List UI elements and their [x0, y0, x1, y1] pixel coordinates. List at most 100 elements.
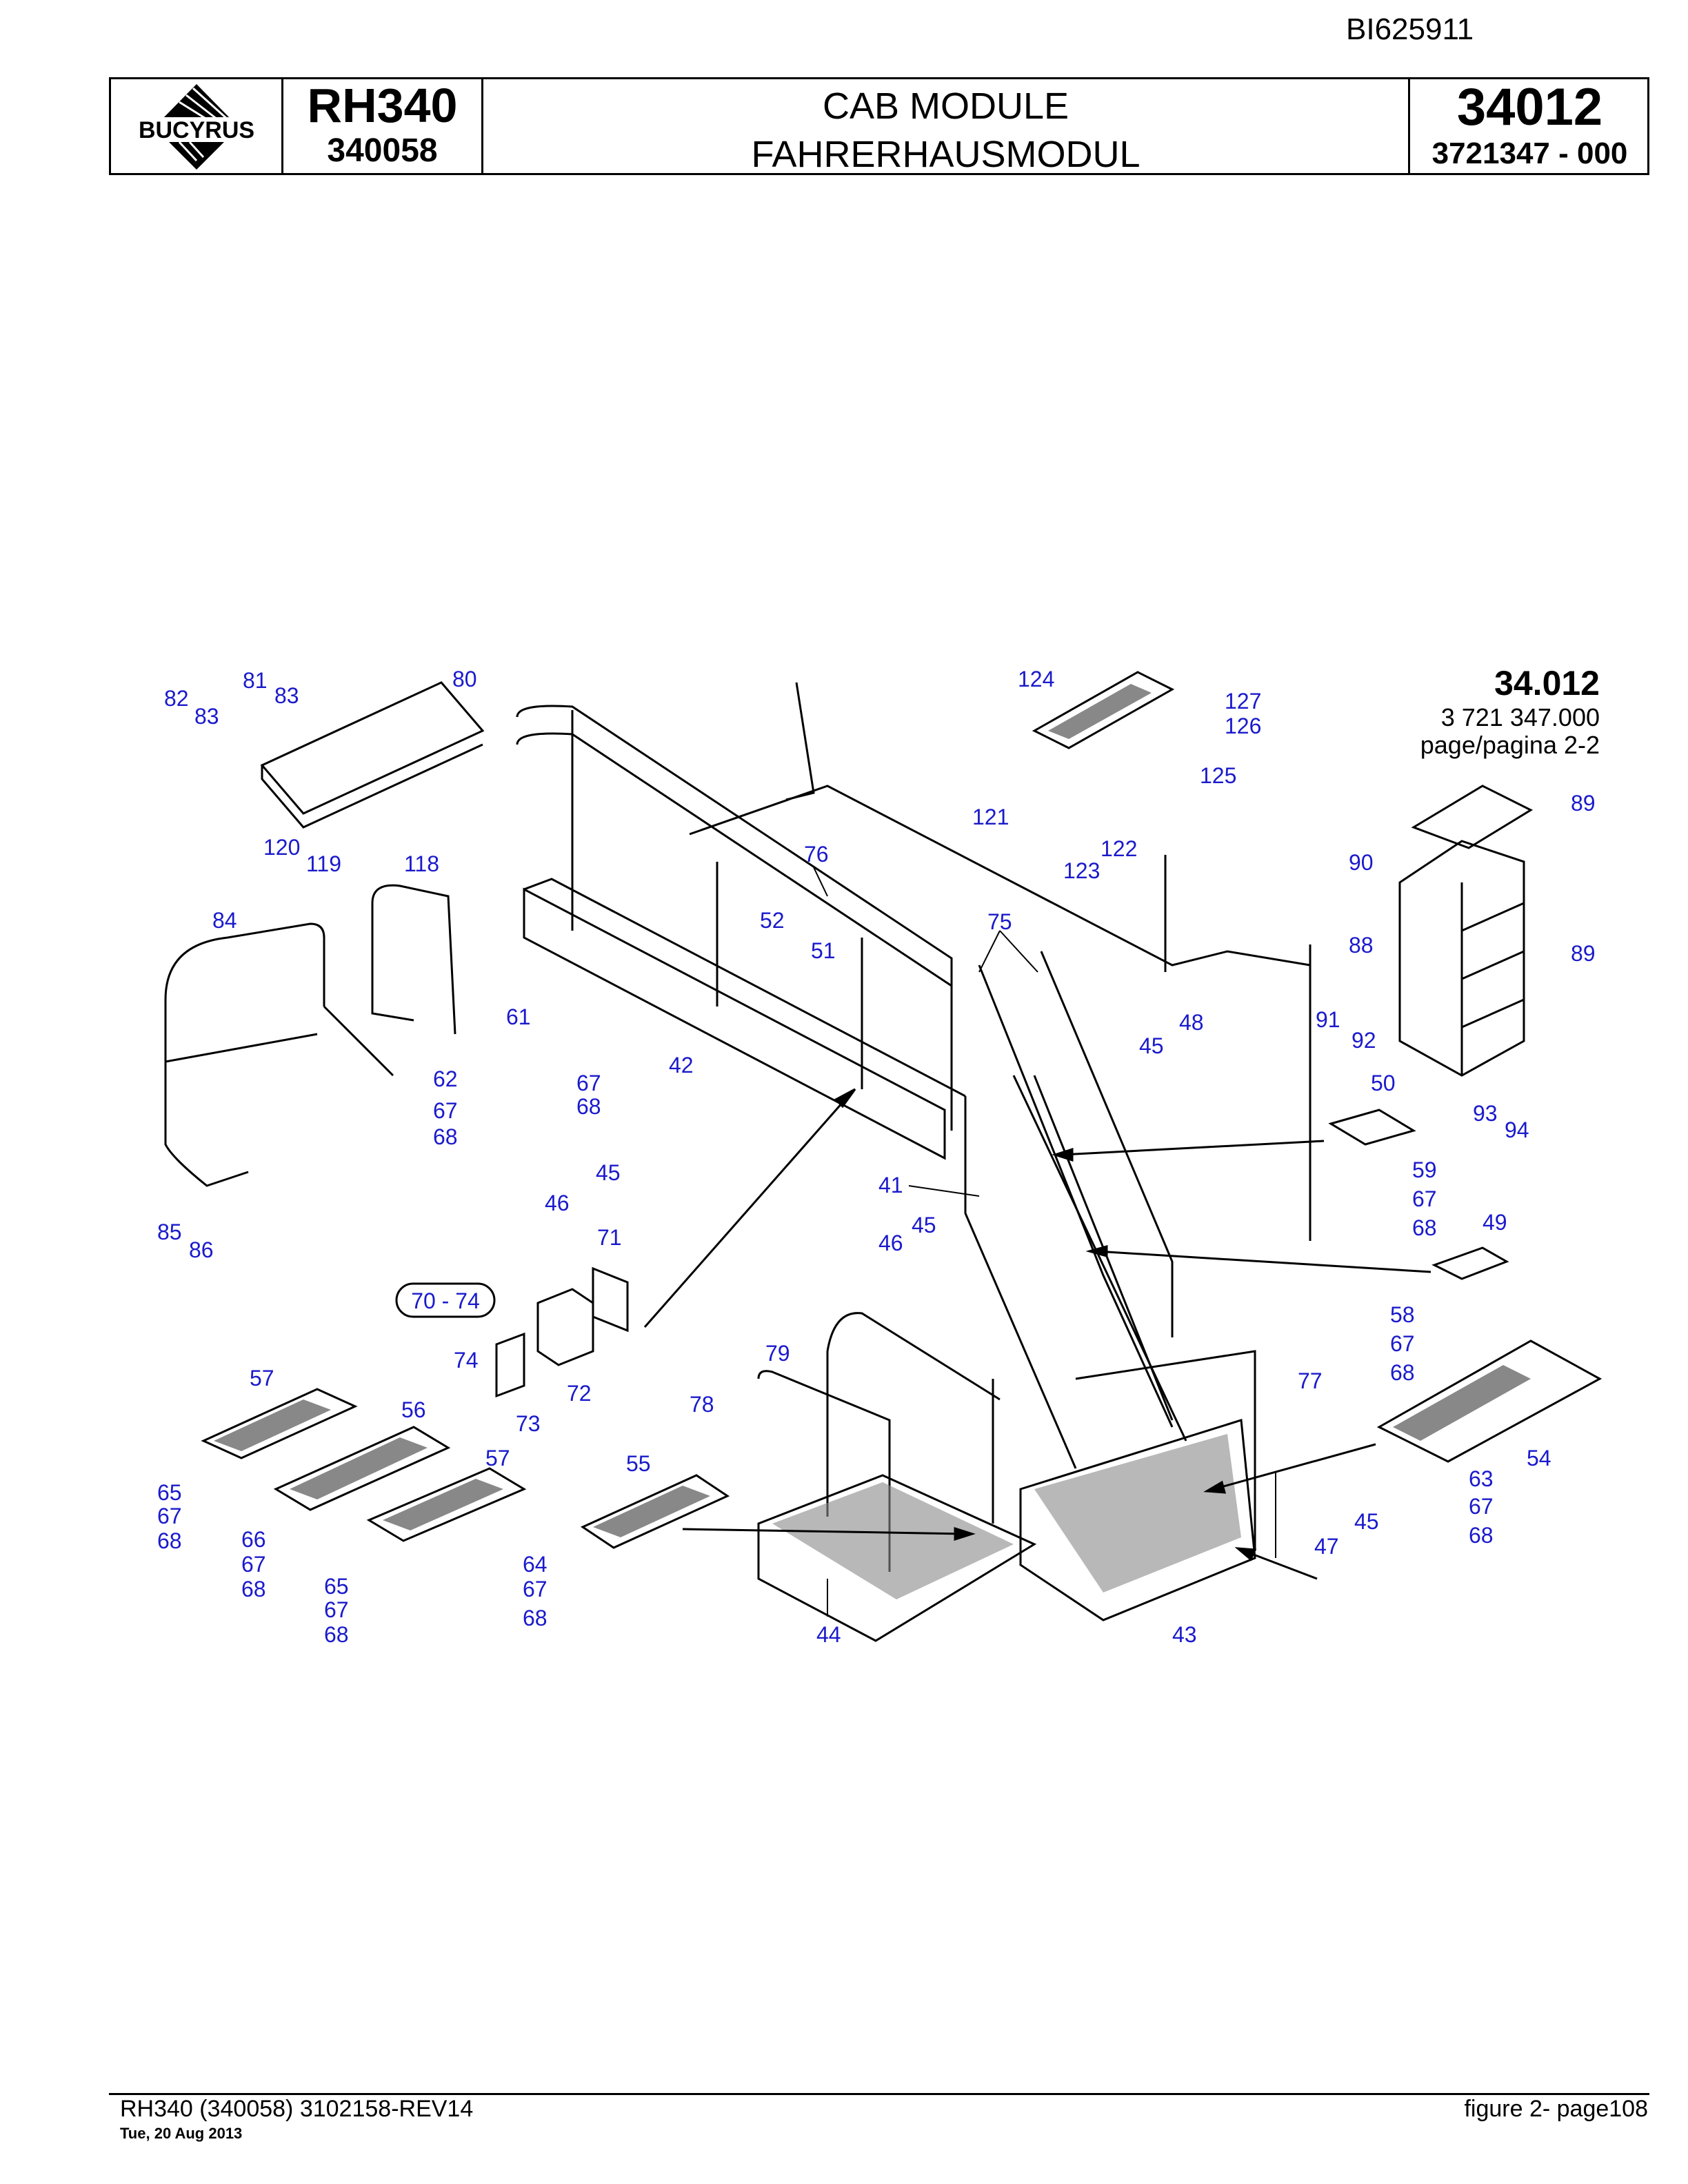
part-number: 3721347 - 000	[1431, 136, 1628, 170]
callout-46: 46	[545, 1191, 570, 1215]
callout-119: 119	[306, 851, 341, 876]
callout-68: 68	[1412, 1215, 1437, 1240]
callout-45c: 45	[912, 1213, 936, 1237]
group-callout-label: 70 - 74	[411, 1288, 480, 1313]
callout-61: 61	[506, 1004, 531, 1029]
callout-58: 58	[1390, 1302, 1415, 1327]
callout-41: 41	[878, 1173, 903, 1197]
callout-leaders	[813, 867, 1276, 1617]
number-cell: 34012 3721347 - 000	[1410, 79, 1649, 173]
callout-51: 51	[811, 938, 836, 963]
callout-68f: 68	[157, 1528, 182, 1553]
callout-79: 79	[765, 1341, 790, 1366]
bucyrus-logo-icon: BUCYRUS	[127, 84, 265, 170]
callout-126: 126	[1225, 714, 1261, 738]
callout-82: 82	[164, 686, 189, 711]
callout-67c: 67	[576, 1071, 601, 1095]
callout-67g: 67	[241, 1552, 266, 1577]
callout-44: 44	[816, 1622, 841, 1647]
serial-number: 340058	[327, 132, 438, 169]
callout-47: 47	[1314, 1534, 1339, 1559]
callout-81: 81	[243, 668, 268, 693]
callout-42: 42	[669, 1053, 694, 1078]
callout-65b: 65	[324, 1574, 349, 1599]
logo-wordmark: BUCYRUS	[138, 117, 254, 143]
callout-120: 120	[263, 835, 300, 860]
callout-89: 89	[1571, 791, 1596, 816]
callout-94: 94	[1505, 1118, 1529, 1142]
callout-52: 52	[760, 908, 785, 933]
callout-123: 123	[1063, 858, 1100, 883]
callout-76: 76	[804, 842, 829, 867]
callout-85: 85	[157, 1220, 182, 1244]
callout-89b: 89	[1571, 941, 1596, 966]
footer-doc-ref: RH340 (340058) 3102158-REV14	[120, 2096, 474, 2122]
callout-67d: 67	[433, 1098, 458, 1123]
callout-90: 90	[1349, 850, 1374, 875]
exploded-parts-diagram: 70 - 74 82 81 83 83 80 124 127 126 125 1…	[157, 667, 1602, 1647]
group-number: 34012	[1456, 78, 1603, 136]
callout-45d: 45	[1354, 1509, 1379, 1534]
callout-68g: 68	[241, 1577, 266, 1601]
title-english: CAB MODULE	[822, 85, 1069, 127]
callout-67i: 67	[523, 1577, 547, 1601]
callout-74: 74	[454, 1348, 479, 1373]
callout-56: 56	[401, 1397, 426, 1422]
callout-80: 80	[452, 667, 477, 691]
callout-121: 121	[972, 805, 1009, 829]
callout-67b: 67	[1390, 1331, 1415, 1356]
diagram-linework	[164, 671, 1602, 1642]
callout-68d: 68	[433, 1124, 458, 1149]
callout-45b: 45	[596, 1160, 621, 1185]
callout-71: 71	[597, 1225, 622, 1250]
callout-66: 66	[241, 1527, 266, 1552]
footer-date: Tue, 20 Aug 2013	[120, 2125, 243, 2142]
callout-54: 54	[1527, 1446, 1551, 1470]
callout-92: 92	[1352, 1028, 1376, 1053]
callout-67h: 67	[324, 1597, 349, 1622]
title-german: FAHRERHAUSMODUL	[751, 134, 1141, 175]
group-callout-box	[395, 1282, 496, 1318]
callout-55: 55	[626, 1451, 651, 1476]
callout-75: 75	[987, 909, 1012, 934]
model-cell: RH340 340058	[283, 79, 483, 173]
callout-78: 78	[690, 1392, 714, 1417]
figure-page-ref: page/pagina 2-2	[1420, 731, 1600, 759]
callout-127: 127	[1225, 689, 1261, 714]
callout-83: 83	[274, 683, 299, 708]
title-block: BUCYRUS RH340 340058 CAB MODULE FAHRERHA…	[109, 77, 1649, 175]
callout-68c: 68	[576, 1094, 601, 1119]
callout-86: 86	[189, 1237, 214, 1262]
grating-fill	[214, 684, 1531, 1599]
callout-125: 125	[1200, 763, 1236, 788]
callout-63: 63	[1469, 1466, 1494, 1491]
callout-88: 88	[1349, 933, 1374, 958]
callout-49: 49	[1483, 1210, 1507, 1235]
callout-68i: 68	[523, 1606, 547, 1630]
callout-91: 91	[1316, 1007, 1340, 1032]
footer-page-ref: figure 2- page108	[1464, 2096, 1648, 2122]
callout-67f: 67	[157, 1504, 182, 1528]
callout-65: 65	[157, 1480, 182, 1505]
callout-62: 62	[433, 1066, 458, 1091]
callout-57b: 57	[485, 1446, 510, 1470]
document-id: BI625911	[1346, 12, 1474, 46]
model-name: RH340	[307, 79, 458, 132]
callout-labels: 82 81 83 83 80 124 127 126 125 121 122 1…	[157, 667, 1596, 1647]
bucyrus-logo: BUCYRUS	[111, 79, 283, 173]
callout-45: 45	[1139, 1033, 1164, 1058]
callout-46b: 46	[878, 1231, 903, 1255]
callout-67: 67	[1412, 1186, 1437, 1211]
callout-64: 64	[523, 1552, 547, 1577]
callout-83b: 83	[194, 704, 219, 729]
figure-group-ref: 34.012	[1494, 664, 1600, 702]
callout-93: 93	[1473, 1101, 1498, 1126]
callout-68e: 68	[1469, 1523, 1494, 1548]
callout-124: 124	[1018, 667, 1054, 691]
callout-59: 59	[1412, 1157, 1437, 1182]
callout-118: 118	[404, 851, 439, 876]
figure-part-ref: 3 721 347.000	[1440, 703, 1600, 731]
callout-68b: 68	[1390, 1360, 1415, 1385]
callout-43: 43	[1172, 1622, 1197, 1647]
callout-48: 48	[1179, 1010, 1204, 1035]
